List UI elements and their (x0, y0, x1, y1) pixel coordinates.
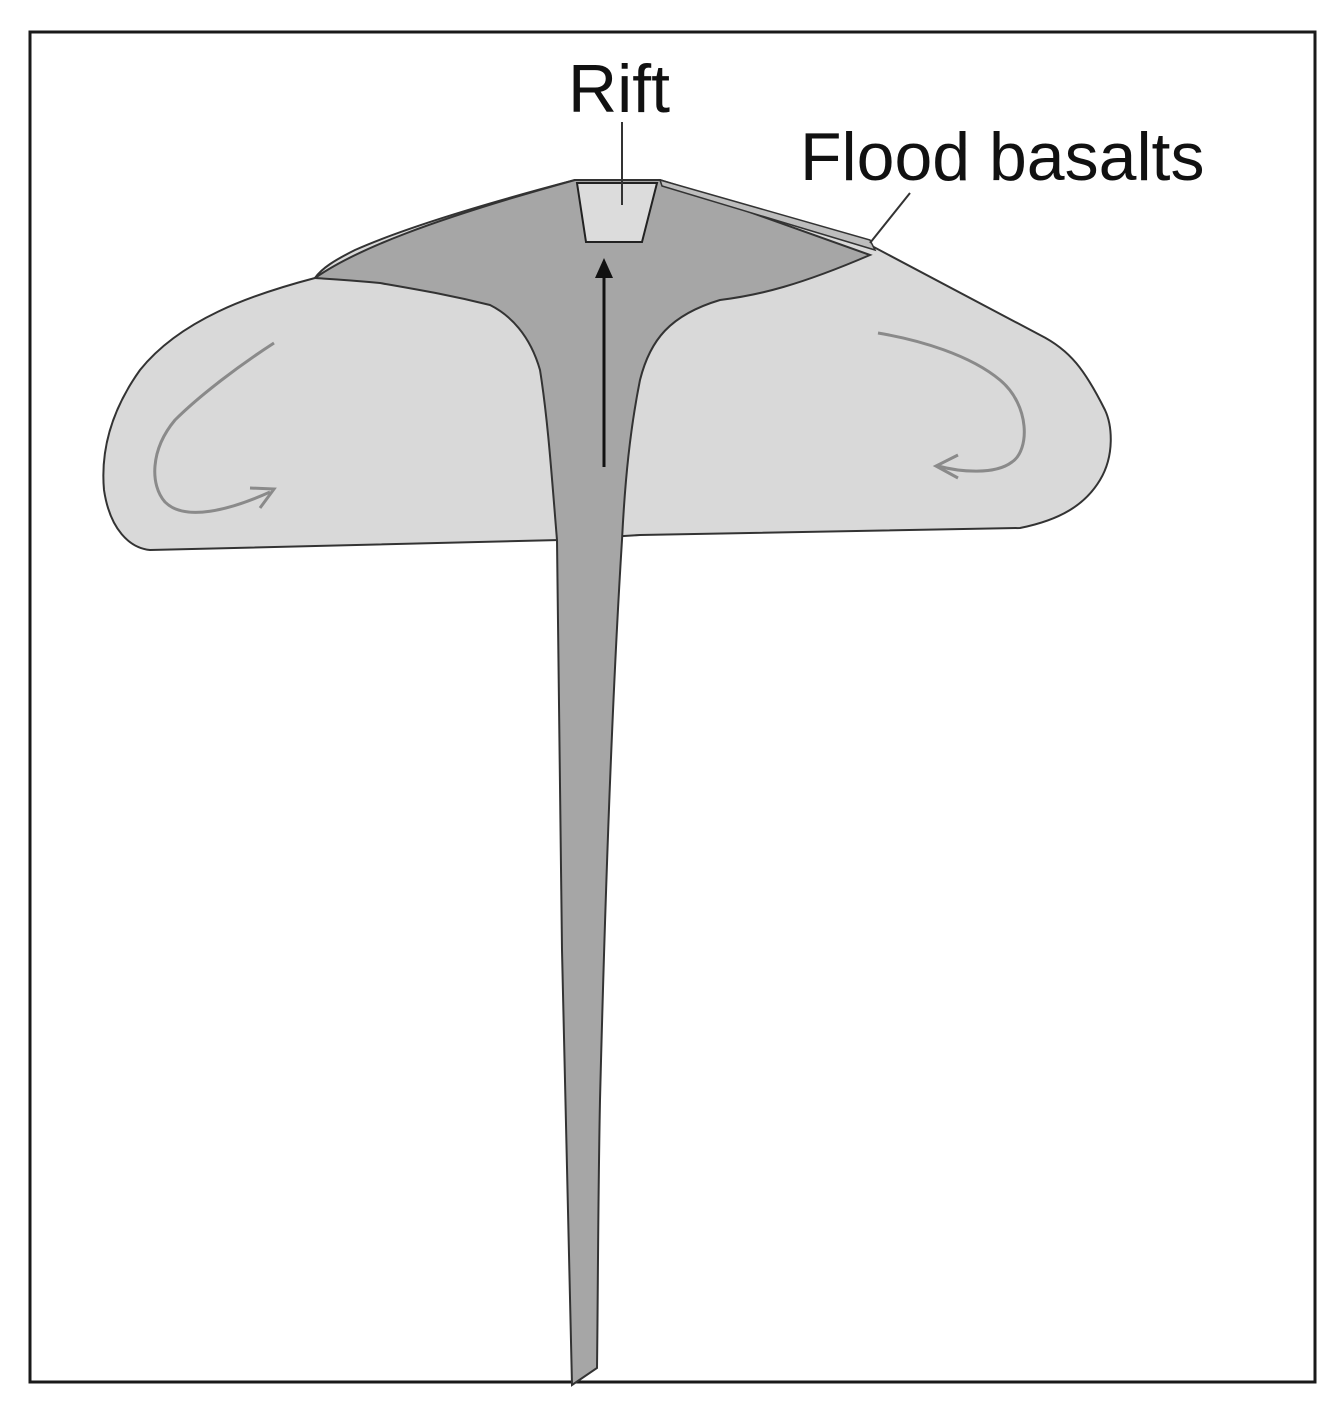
left-convection-arrow (153, 341, 277, 514)
flood-basalt-layer (658, 178, 877, 252)
rift-notch (575, 182, 659, 243)
upwelling-arrow (595, 258, 613, 467)
flood-basalts-label: Flood basalts (800, 119, 1204, 195)
flood-basalts-leader-line (869, 192, 911, 244)
right-convection-arrow (877, 331, 1026, 480)
plume-conduit (312, 179, 873, 1387)
rift-label: Rift (568, 51, 670, 127)
diagram-frame (28, 30, 1317, 1384)
